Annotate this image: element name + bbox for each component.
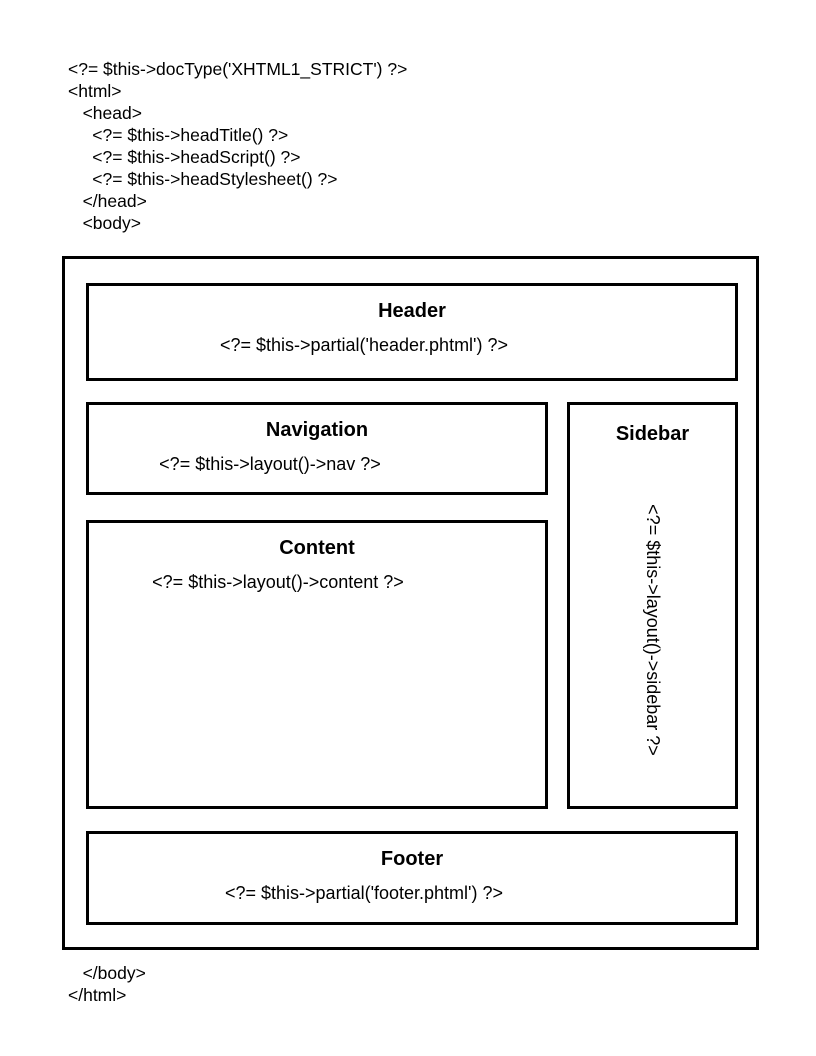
region-sidebar: Sidebar <?= $this->layout()->sidebar ?> xyxy=(567,402,738,809)
region-footer-title: Footer xyxy=(380,848,444,870)
region-navigation: Navigation <?= $this->layout()->nav ?> xyxy=(86,402,548,495)
region-navigation-title: Navigation xyxy=(265,419,369,441)
region-content-code: <?= $this->layout()->content ?> xyxy=(152,572,404,592)
region-sidebar-code: <?= $this->layout()->sidebar ?> xyxy=(642,503,663,756)
region-navigation-code: <?= $this->layout()->nav ?> xyxy=(159,454,381,474)
region-content: Content <?= $this->layout()->content ?> xyxy=(86,520,548,809)
region-footer-code: <?= $this->partial('footer.phtml') ?> xyxy=(224,883,504,903)
region-sidebar-title: Sidebar xyxy=(615,423,690,445)
region-header-code: <?= $this->partial('header.phtml') ?> xyxy=(219,335,509,355)
region-sidebar-code-wrap: <?= $this->layout()->sidebar ?> xyxy=(570,457,735,802)
region-footer: Footer <?= $this->partial('footer.phtml'… xyxy=(86,831,738,925)
region-header: Header <?= $this->partial('header.phtml'… xyxy=(86,283,738,381)
region-content-title: Content xyxy=(279,537,355,559)
top-code-block: <?= $this->docType('XHTML1_STRICT') ?> <… xyxy=(68,59,408,233)
region-header-title: Header xyxy=(378,300,446,322)
layout-frame: Header <?= $this->partial('header.phtml'… xyxy=(62,256,759,950)
bottom-code-block: </body> </html> xyxy=(68,963,146,1005)
